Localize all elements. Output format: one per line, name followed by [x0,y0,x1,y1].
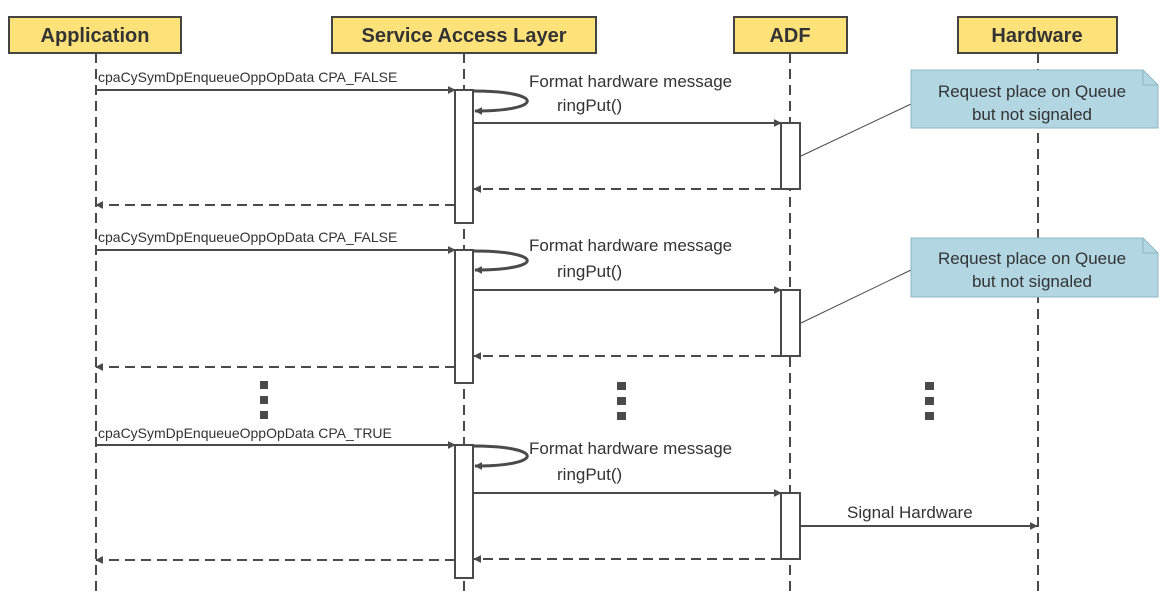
note: Request place on Queue but not signaled [910,237,1159,298]
call-block-2: cpaCySymDpEnqueueOppOpData CPA_FALSE For… [95,229,1159,384]
call-label: cpaCySymDpEnqueueOppOpData CPA_FALSE [98,69,397,85]
note-line1: Request place on Queue [938,249,1126,268]
self-call-label: Format hardware message [529,72,732,91]
signal-hardware-label: Signal Hardware [847,503,973,522]
continuation-ellipsis [260,381,934,420]
activation-adf [780,122,801,190]
call-block-3: cpaCySymDpEnqueueOppOpData CPA_TRUE Form… [95,425,1038,579]
note-line1: Request place on Queue [938,82,1126,101]
note-line2: but not signaled [972,105,1092,124]
call-block-1: cpaCySymDpEnqueueOppOpData CPA_FALSE For… [95,69,1159,224]
participant-label: Application [41,25,150,47]
activation-adf [780,492,801,560]
participant-label: Hardware [991,25,1082,47]
participant-label: ADF [769,25,810,47]
participant-service-access-layer: Service Access Layer [331,16,597,54]
activation-sal [454,444,474,579]
call-label: cpaCySymDpEnqueueOppOpData CPA_FALSE [98,229,397,245]
activation-sal [454,89,474,224]
call-label: cpaCySymDpEnqueueOppOpData CPA_TRUE [98,425,392,441]
ringput-label: ringPut() [557,96,622,115]
note-connector [800,269,912,324]
self-call-label: Format hardware message [529,439,732,458]
note-connector [800,103,912,157]
participant-application: Application [8,16,182,54]
activation-sal [454,249,474,384]
self-call-arrow [472,444,529,470]
ringput-label: ringPut() [557,465,622,484]
activation-adf [780,289,801,357]
note-line2: but not signaled [972,272,1092,291]
self-call-arrow [472,89,529,115]
ringput-label: ringPut() [557,262,622,281]
participant-label: Service Access Layer [362,25,567,47]
note: Request place on Queue but not signaled [910,69,1159,129]
participant-adf: ADF [733,16,848,54]
self-call-label: Format hardware message [529,236,732,255]
self-call-arrow [472,249,529,274]
participant-hardware: Hardware [957,16,1118,54]
